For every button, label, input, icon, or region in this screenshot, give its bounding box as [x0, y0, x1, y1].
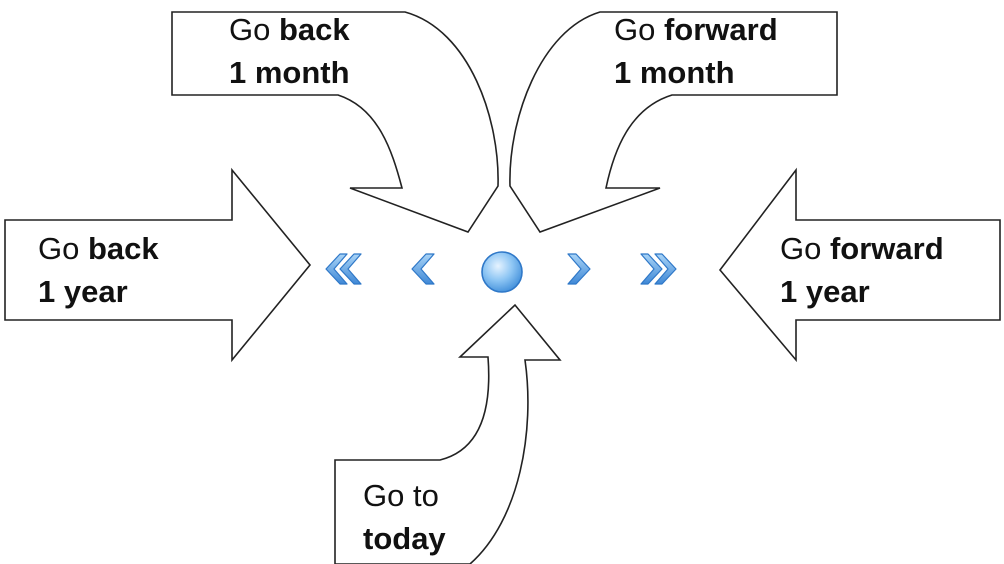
- forward-year-label: Go forward 1 year: [780, 231, 944, 309]
- chevron-left-icon: [411, 253, 435, 285]
- forward-month-callout-arrow: [509, 11, 838, 233]
- double-chevron-left-icon: [325, 253, 362, 285]
- forward-month-label: Go forward 1 month: [614, 12, 778, 90]
- back-month-callout-arrow: [171, 11, 499, 233]
- chevron-right-icon: [567, 253, 591, 285]
- double-chevron-right-icon: [640, 253, 677, 285]
- today-label: Go to today: [363, 478, 446, 556]
- back-year-label: Go back 1 year: [38, 231, 159, 309]
- back-year-callout-arrow: [4, 167, 312, 363]
- back-month-button[interactable]: [411, 253, 435, 285]
- back-month-label: Go back 1 month: [229, 12, 350, 90]
- forward-year-button[interactable]: [640, 253, 677, 285]
- back-year-button[interactable]: [325, 253, 362, 285]
- forward-year-callout-arrow: [718, 167, 1001, 363]
- today-button[interactable]: [481, 251, 523, 293]
- circle-icon: [481, 251, 523, 293]
- today-callout-arrow: [334, 303, 562, 564]
- forward-month-button[interactable]: [567, 253, 591, 285]
